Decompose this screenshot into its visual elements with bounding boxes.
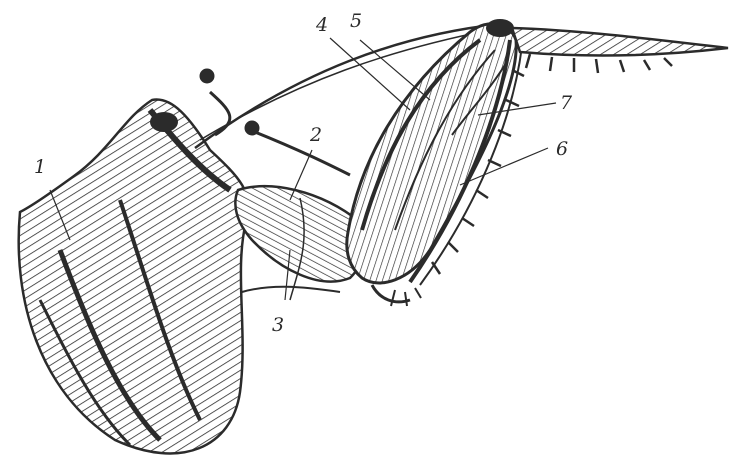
femur — [347, 19, 516, 283]
label-6: 6 — [556, 140, 568, 159]
label-3: 3 — [272, 316, 284, 335]
label-7: 7 — [560, 94, 572, 113]
coxa-muscle-mass — [19, 100, 249, 454]
label-2: 2 — [310, 126, 322, 145]
label-1: 1 — [34, 158, 46, 177]
tarsus — [512, 28, 728, 73]
label-4: 4 — [316, 16, 328, 35]
label-5: 5 — [350, 12, 362, 31]
